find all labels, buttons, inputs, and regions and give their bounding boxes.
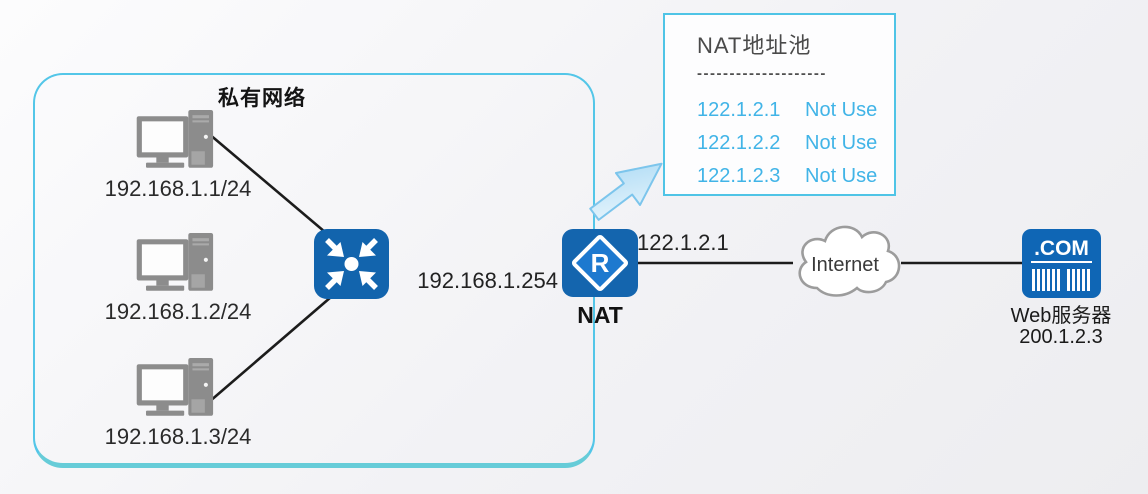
host-item: 192.168.1.2/24 bbox=[88, 233, 268, 325]
host-item: 192.168.1.1/24 bbox=[88, 110, 268, 202]
nat-pool-row: 122.1.2.3 Not Use bbox=[697, 165, 877, 188]
host-item: 192.168.1.3/24 bbox=[88, 358, 268, 450]
barcode-glyph bbox=[1032, 269, 1090, 291]
nat-pool-row: 122.1.2.2 Not Use bbox=[697, 132, 877, 155]
private-network-title: 私有网络 bbox=[218, 87, 306, 110]
nat-pool-title: NAT地址池 bbox=[697, 33, 812, 58]
nat-router-icon: R bbox=[562, 229, 638, 297]
internet-cloud-icon: Internet bbox=[798, 225, 901, 297]
web-server-label: Web服务器 bbox=[1010, 305, 1112, 327]
host-ip-label: 192.168.1.2/24 bbox=[104, 299, 252, 324]
computer-icon bbox=[136, 110, 214, 168]
server-com-text: .COM bbox=[1034, 237, 1089, 260]
pool-status: Not Use bbox=[805, 165, 878, 187]
nat-pool-panel: NAT地址池 -------------------- 122.1.2.1 No… bbox=[663, 13, 896, 196]
nat-public-ip-label: 122.1.2.1 bbox=[637, 230, 729, 255]
pool-status: Not Use bbox=[805, 132, 878, 154]
host-ip-label: 192.168.1.1/24 bbox=[104, 176, 252, 201]
internet-label: Internet bbox=[811, 254, 879, 276]
pool-ip: 122.1.2.3 bbox=[697, 165, 781, 187]
web-server-ip-label: 200.1.2.3 bbox=[1019, 326, 1103, 348]
host-ip-label: 192.168.1.3/24 bbox=[104, 424, 252, 449]
nat-pool-separator: -------------------- bbox=[697, 65, 827, 82]
pool-status: Not Use bbox=[805, 99, 878, 121]
router-letter: R bbox=[591, 248, 610, 278]
switch-icon bbox=[314, 229, 389, 299]
pool-ip: 122.1.2.1 bbox=[697, 99, 781, 121]
nat-inside-ip-label: 192.168.1.254 bbox=[417, 268, 558, 293]
computer-icon bbox=[136, 233, 214, 291]
web-server-icon: .COM bbox=[1022, 229, 1101, 298]
nat-label: NAT bbox=[577, 302, 623, 328]
pool-pointer-arrow-icon bbox=[589, 162, 663, 221]
pool-ip: 122.1.2.2 bbox=[697, 132, 781, 154]
computer-icon bbox=[136, 358, 214, 416]
nat-pool-row: 122.1.2.1 Not Use bbox=[697, 99, 877, 122]
